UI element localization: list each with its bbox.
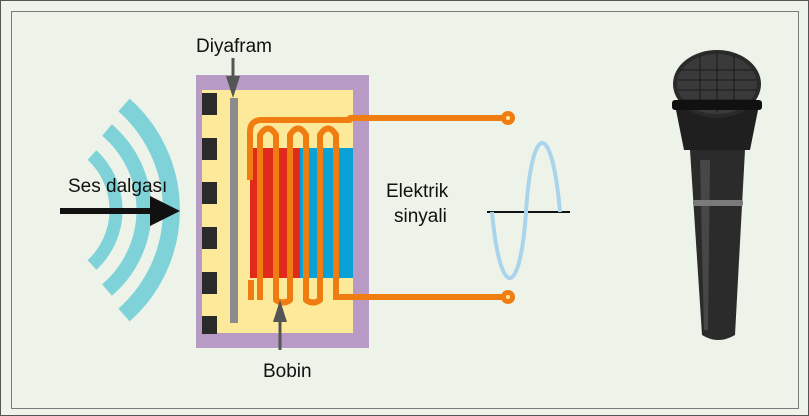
diaphragm-plate <box>230 98 238 323</box>
label-coil: Bobin <box>263 361 312 382</box>
housing-left-strip <box>202 90 219 333</box>
label-electric-signal-1: Elektrik <box>386 181 449 202</box>
microphone-icon <box>672 50 762 340</box>
terminal-bottom <box>501 290 515 304</box>
label-electric-signal-2: sinyali <box>394 206 447 227</box>
coil-winding <box>250 118 508 303</box>
label-diaphragm: Diyafram <box>196 36 272 57</box>
electric-signal-wave <box>487 143 570 278</box>
label-sound-wave: Ses dalgası <box>68 176 167 197</box>
terminal-top <box>501 111 515 125</box>
